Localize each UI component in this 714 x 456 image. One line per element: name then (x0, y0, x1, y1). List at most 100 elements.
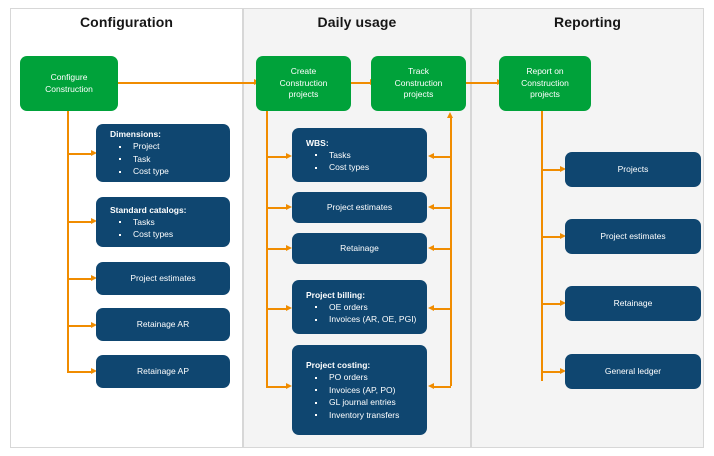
list-item: PO orders (315, 371, 399, 384)
connector-track-to-retainage (434, 248, 451, 250)
list-item: OE orders (315, 301, 416, 314)
node-create-projects-line1: Create (290, 66, 317, 77)
node-track-projects-line2: Construction (394, 77, 443, 88)
node-report-general-ledger[interactable]: General ledger (565, 354, 701, 389)
node-track-construction-projects[interactable]: Track Construction projects (371, 56, 466, 111)
node-dimensions-list: Project Task Cost type (110, 140, 169, 178)
arrowhead-track-costing (428, 382, 434, 389)
arrowhead-config-retainage-ap (91, 367, 97, 374)
node-dimensions-title: Dimensions: (110, 129, 162, 140)
arrowhead-track-projects (447, 112, 453, 118)
list-item: Tasks (119, 216, 173, 229)
node-dimensions[interactable]: Dimensions: Project Task Cost type (96, 124, 230, 182)
list-item: Tasks (315, 149, 369, 162)
connector-configure-to-create (118, 82, 256, 84)
node-project-costing-title: Project costing: (306, 360, 371, 370)
node-daily-project-estimates-label: Project estimates (326, 201, 393, 212)
list-item: Project (119, 140, 169, 153)
node-retainage-ap[interactable]: Retainage AP (96, 355, 230, 388)
connector-daily-right-trunk (450, 118, 452, 386)
connector-track-to-costing (434, 386, 451, 388)
node-configure-construction[interactable]: Configure Construction (20, 56, 118, 111)
connector-config-branch-retainage-ar (67, 325, 93, 327)
list-item: Invoices (AP, PO) (315, 384, 399, 397)
node-configure-construction-line1: Configure (50, 72, 88, 82)
node-daily-project-estimates[interactable]: Project estimates (292, 192, 427, 223)
node-config-project-estimates-label: Project estimates (130, 272, 196, 283)
list-item: Invoices (AR, OE, PGI) (315, 313, 416, 326)
node-track-projects-line3: projects (403, 89, 434, 100)
node-retainage-ap-label: Retainage AP (137, 365, 189, 376)
node-report-project-estimates[interactable]: Project estimates (565, 219, 701, 254)
arrowhead-daily-estimates (286, 203, 292, 210)
node-create-projects-line3: projects (288, 89, 319, 100)
node-retainage-ar[interactable]: Retainage AR (96, 308, 230, 341)
connector-config-trunk (67, 111, 69, 373)
connector-report-branch-estimates (541, 236, 562, 238)
column-title-reporting: Reporting (553, 14, 621, 30)
connector-daily-branch-billing (266, 308, 288, 310)
arrowhead-daily-costing (286, 382, 292, 389)
node-daily-retainage[interactable]: Retainage (292, 233, 427, 264)
arrowhead-report-retainage (560, 299, 566, 306)
connector-report-branch-retainage (541, 303, 562, 305)
node-report-retainage[interactable]: Retainage (565, 286, 701, 321)
connector-report-trunk (541, 111, 543, 381)
connector-report-branch-projects (541, 169, 562, 171)
list-item: Cost type (119, 165, 169, 178)
connector-daily-branch-costing (266, 386, 288, 388)
arrowhead-report-general-ledger (560, 367, 566, 374)
node-report-projects-line2: Construction (521, 77, 569, 88)
connector-track-to-report (466, 82, 499, 84)
node-project-costing[interactable]: Project costing: PO orders Invoices (AP,… (292, 345, 427, 435)
node-daily-retainage-label: Retainage (340, 242, 379, 253)
connector-daily-branch-estimates (266, 207, 288, 209)
arrowhead-daily-billing (286, 304, 292, 311)
column-title-configuration: Configuration (79, 14, 174, 30)
node-track-projects-line1: Track (408, 66, 429, 77)
node-standard-catalogs-title: Standard catalogs: (110, 204, 187, 215)
arrowhead-config-estimates (91, 274, 97, 281)
connector-track-to-billing (434, 308, 451, 310)
column-title-daily-usage: Daily usage (317, 14, 397, 30)
node-report-project-estimates-label: Project estimates (600, 230, 666, 241)
connector-config-branch-estimates (67, 278, 93, 280)
node-retainage-ar-label: Retainage AR (136, 318, 190, 329)
arrowhead-daily-wbs (286, 152, 292, 159)
node-project-billing-list: OE orders Invoices (AR, OE, PGI) (306, 301, 416, 326)
arrowhead-config-catalogs (91, 217, 97, 224)
node-create-projects-line2: Construction (279, 77, 328, 88)
node-config-project-estimates[interactable]: Project estimates (96, 262, 230, 295)
node-report-retainage-label: Retainage (613, 297, 653, 308)
arrowhead-track-billing (428, 304, 434, 311)
connector-config-branch-catalogs (67, 221, 93, 223)
connector-track-to-wbs (434, 156, 451, 158)
arrowhead-config-dimensions (91, 149, 97, 156)
arrowhead-report-estimates (560, 232, 566, 239)
list-item: Inventory transfers (315, 409, 399, 422)
connector-track-to-estimates (434, 207, 451, 209)
arrowhead-daily-retainage (286, 244, 292, 251)
connector-daily-branch-wbs (266, 156, 288, 158)
list-item: Task (119, 153, 169, 166)
node-report-projects-line1: Report on (526, 66, 564, 77)
node-report-general-ledger-label: General ledger (604, 365, 662, 376)
arrowhead-track-estimates (428, 203, 434, 210)
node-report-projects[interactable]: Projects (565, 152, 701, 187)
node-wbs[interactable]: WBS: Tasks Cost types (292, 128, 427, 182)
node-wbs-title: WBS: (306, 137, 329, 148)
node-report-projects-label: Projects (617, 163, 649, 174)
connector-config-branch-dimensions (67, 153, 93, 155)
arrowhead-track-retainage (428, 244, 434, 251)
connector-daily-branch-retainage (266, 248, 288, 250)
node-create-construction-projects[interactable]: Create Construction projects (256, 56, 351, 111)
node-standard-catalogs[interactable]: Standard catalogs: Tasks Cost types (96, 197, 230, 247)
node-standard-catalogs-list: Tasks Cost types (110, 216, 173, 241)
node-project-billing[interactable]: Project billing: OE orders Invoices (AR,… (292, 280, 427, 334)
connector-report-branch-general-ledger (541, 371, 562, 373)
node-report-projects-line3: projects (530, 89, 560, 100)
node-project-billing-title: Project billing: (306, 289, 366, 300)
node-report-on-construction-projects[interactable]: Report on Construction projects (499, 56, 591, 111)
node-configure-construction-line2: Construction (45, 83, 93, 94)
